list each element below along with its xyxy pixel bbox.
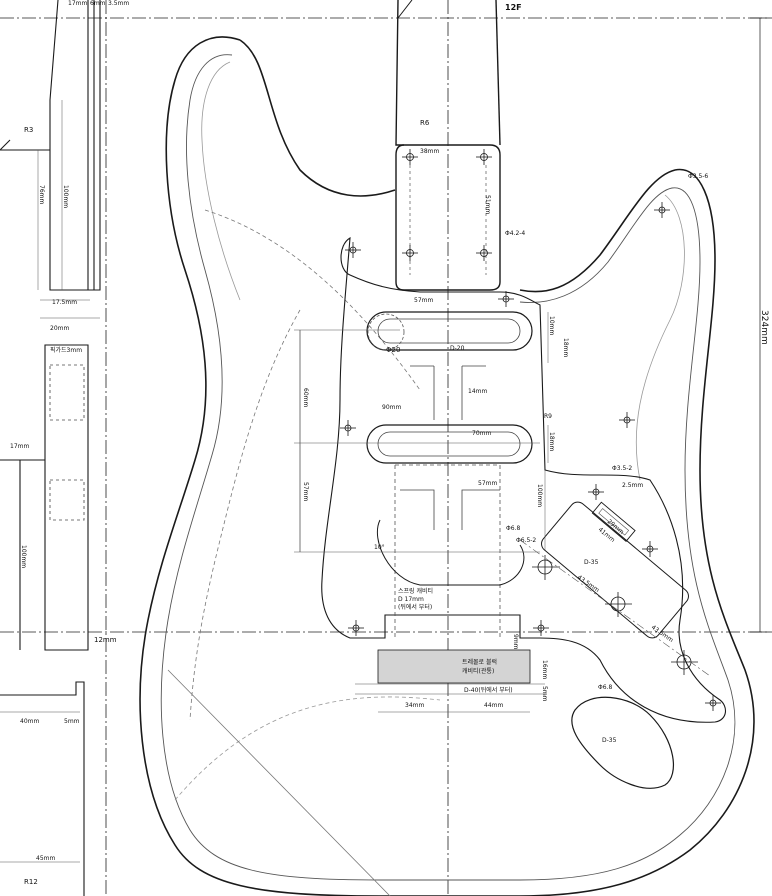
middle-pickup-route bbox=[366, 424, 533, 464]
tremolo-block-cavity bbox=[377, 649, 531, 684]
side-profile-middle bbox=[0, 344, 89, 651]
label-76: 76mm bbox=[38, 185, 45, 204]
neck-right-edge bbox=[495, 0, 501, 146]
label-18mm-a: 18mm bbox=[562, 338, 569, 357]
label-100-top: 100mm bbox=[62, 185, 69, 208]
label-20: 20mm bbox=[50, 325, 69, 332]
label-spring-3: (뒤에서 부터) bbox=[398, 603, 432, 611]
control-cavity bbox=[571, 696, 674, 789]
neck-left-edge bbox=[395, 0, 404, 146]
label-3-5mm: 3.5mm bbox=[108, 0, 129, 7]
label-6mm: 6mm bbox=[90, 0, 106, 7]
label-r3: R3 bbox=[24, 126, 33, 134]
label-12mm: 12mm bbox=[94, 636, 117, 644]
arm-contour-line bbox=[201, 61, 241, 301]
label-45mm: 45mm bbox=[36, 855, 55, 862]
label-34mm: 34mm bbox=[405, 702, 424, 709]
pickguard-screws bbox=[340, 202, 721, 711]
label-17mm-top: 17mm bbox=[68, 0, 87, 7]
label-fret: 12F bbox=[505, 3, 522, 12]
label-d20: D-20 bbox=[450, 345, 465, 352]
label-phi20: Φ20 bbox=[386, 346, 400, 354]
label-tremolo-1: 트레몰로 블럭 bbox=[462, 658, 497, 666]
body-inner-contour bbox=[160, 54, 736, 881]
label-phi3-5-6: Φ3.5-6 bbox=[688, 173, 708, 180]
label-5mm: 5mm bbox=[64, 718, 80, 725]
horn-contour-line bbox=[635, 194, 685, 481]
label-10mm: 10mm bbox=[548, 316, 555, 335]
label-9mm: 9mm bbox=[512, 634, 519, 650]
pickup-cavity-edges bbox=[410, 365, 486, 420]
neck-pickup-inner bbox=[377, 318, 521, 344]
label-57-mid: 57mm bbox=[478, 480, 497, 487]
pickguard-outline bbox=[321, 236, 726, 723]
label-d40: D-40(뒤에서 부터) bbox=[464, 686, 513, 694]
contour-dashed-2 bbox=[189, 309, 301, 721]
label-51mm: 51mm bbox=[484, 195, 491, 214]
side-profile-top bbox=[0, 0, 101, 291]
label-pickguard: 픽가드3mm bbox=[50, 346, 82, 354]
fret-mark bbox=[397, 0, 413, 19]
label-2-5mm: 2.5mm bbox=[622, 482, 643, 489]
side-profile-bottom bbox=[0, 681, 85, 896]
label-spring-2: D 17mm bbox=[398, 596, 424, 603]
switch-slot bbox=[591, 501, 636, 542]
label-17-5: 17.5mm bbox=[52, 299, 77, 306]
label-r12: R12 bbox=[24, 878, 38, 886]
bridge-pickup-route bbox=[376, 519, 525, 586]
label-70mm: 70mm bbox=[472, 430, 491, 437]
label-d35-b: D-35 bbox=[602, 737, 617, 744]
middle-pickup-inner bbox=[377, 431, 521, 457]
label-38mm: 38mm bbox=[420, 148, 439, 155]
label-r6: R6 bbox=[420, 119, 430, 127]
control-axis bbox=[519, 539, 711, 677]
neck-pocket bbox=[395, 144, 501, 291]
label-phi6-5-2: Φ6.5-2 bbox=[516, 537, 536, 544]
label-43-5-a: 43.5mm bbox=[576, 574, 601, 594]
label-phi6-8-a: Φ6.8 bbox=[506, 525, 520, 532]
pot-holes bbox=[532, 555, 698, 675]
rear-cavity-dashed bbox=[394, 464, 501, 640]
label-phi3-5-2-a: Φ3.5-2 bbox=[612, 465, 632, 472]
control-plate bbox=[541, 501, 689, 639]
label-phi6-8-b: Φ6.8 bbox=[598, 684, 612, 691]
label-14mm: 14mm bbox=[468, 388, 487, 395]
label-angle-10: 10° bbox=[374, 544, 385, 551]
label-17mm-mid: 17mm bbox=[10, 443, 29, 450]
label-tremolo-2: 캐비티(관통) bbox=[462, 667, 494, 675]
body-outline bbox=[139, 36, 755, 896]
label-57-left: 57mm bbox=[302, 482, 309, 501]
label-44mm: 44mm bbox=[484, 702, 503, 709]
diagonal-contour bbox=[167, 669, 391, 896]
phi20-hole bbox=[367, 313, 405, 351]
label-90mm: 90mm bbox=[382, 404, 401, 411]
label-5mm-b: 5mm bbox=[541, 686, 548, 702]
label-57-neck: 57mm bbox=[414, 297, 433, 304]
label-43-5-b: 43.5mm bbox=[650, 624, 675, 644]
neck-screw-holes bbox=[402, 149, 492, 261]
label-324: 324mm bbox=[759, 310, 769, 345]
label-r9: R9 bbox=[544, 413, 552, 420]
label-spring-1: 스프링 캐비티 bbox=[398, 587, 433, 595]
belly-contour-dashed bbox=[204, 209, 421, 391]
label-60mm: 60mm bbox=[302, 388, 309, 407]
neck-pickup-route bbox=[366, 311, 533, 351]
label-d35-a: D-35 bbox=[584, 559, 599, 566]
label-40mm: 40mm bbox=[20, 718, 39, 725]
label-100-mid: 100mm bbox=[20, 545, 27, 568]
upper-horn bbox=[239, 39, 396, 197]
label-18mm-b: 18mm bbox=[548, 432, 555, 451]
label-100-right: 100mm bbox=[536, 484, 543, 507]
label-16mm: 16mm bbox=[541, 660, 548, 679]
contour-dashed-3 bbox=[174, 696, 441, 801]
label-phi4-2: Φ4.2-4 bbox=[505, 230, 525, 237]
cavity-inner-edges bbox=[400, 489, 500, 530]
